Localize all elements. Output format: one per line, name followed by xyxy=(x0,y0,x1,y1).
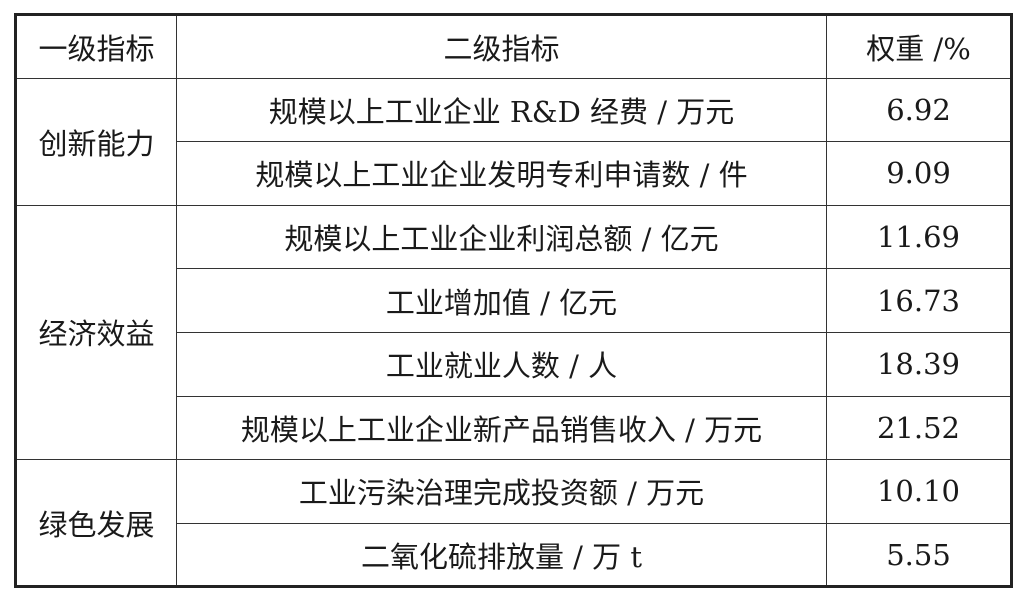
indicator-cell: 规模以上工业企业 R&D 经费 / 万元 xyxy=(176,77,827,143)
indicator-cell: 工业就业人数 / 人 xyxy=(176,331,827,397)
indicator-cell: 二氧化硫排放量 / 万 t xyxy=(176,522,827,588)
indicator-weight-table-container: 一级指标 二级指标 权重 /% 创新能力 规模以上工业企业 R&D 经费 / 万… xyxy=(14,13,1013,589)
group-name-innovation: 创新能力 xyxy=(15,77,177,206)
weight-cell: 5.55 xyxy=(826,522,1012,588)
weight-cell: 18.39 xyxy=(826,331,1012,397)
table-row: 绿色发展 工业污染治理完成投资额 / 万元 10.10 xyxy=(15,459,1012,588)
weight-cell: 6.92 xyxy=(826,77,1012,143)
table-row: 经济效益 规模以上工业企业利润总额 / 亿元 11.69 xyxy=(15,204,1012,461)
weight-cell: 16.73 xyxy=(826,268,1012,333)
table-row: 创新能力 规模以上工业企业 R&D 经费 / 万元 6.92 xyxy=(15,77,1012,206)
header-level2: 二级指标 xyxy=(176,14,827,79)
weight-cell: 10.10 xyxy=(826,459,1012,524)
table-header-row: 一级指标 二级指标 权重 /% xyxy=(15,14,1012,79)
weight-cell: 11.69 xyxy=(826,204,1012,270)
header-weight: 权重 /% xyxy=(826,14,1012,79)
group-name-economic: 经济效益 xyxy=(15,204,177,461)
table-row: 规模以上工业企业发明专利申请数 / 件 9.09 xyxy=(16,141,1012,206)
table-row: 二氧化硫排放量 / 万 t 5.55 xyxy=(16,522,1012,588)
indicator-cell: 规模以上工业企业新产品销售收入 / 万元 xyxy=(176,395,827,461)
header-level1: 一级指标 xyxy=(15,14,177,79)
weight-cell: 9.09 xyxy=(826,141,1012,206)
indicator-weight-table: 一级指标 二级指标 权重 /% 创新能力 规模以上工业企业 R&D 经费 / 万… xyxy=(14,13,1013,589)
indicator-cell: 工业污染治理完成投资额 / 万元 xyxy=(176,459,827,524)
weight-cell: 21.52 xyxy=(826,395,1012,461)
group-name-green: 绿色发展 xyxy=(15,459,177,588)
indicator-cell: 规模以上工业企业利润总额 / 亿元 xyxy=(176,204,827,270)
indicator-cell: 规模以上工业企业发明专利申请数 / 件 xyxy=(176,141,827,206)
indicator-cell: 工业增加值 / 亿元 xyxy=(176,268,827,333)
